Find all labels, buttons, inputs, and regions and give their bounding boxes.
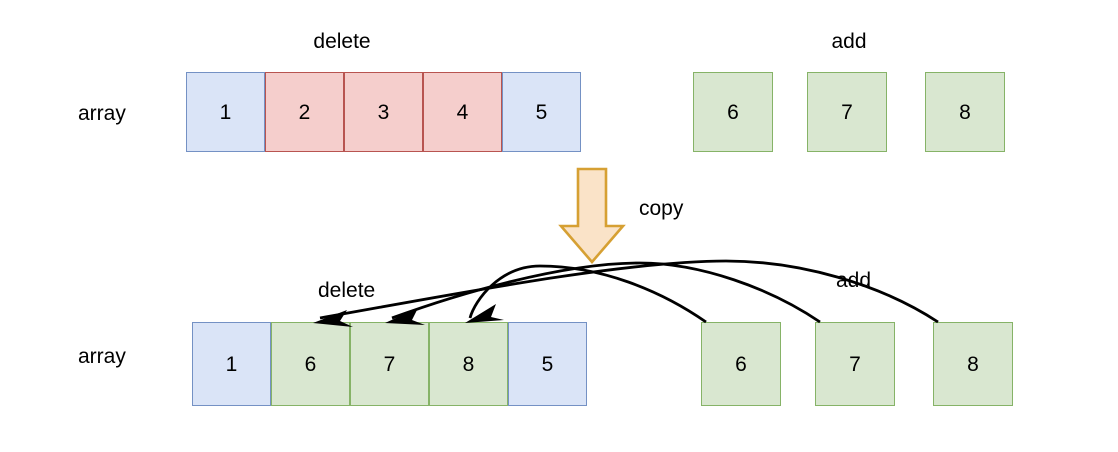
top-delete-caption: delete <box>313 30 371 53</box>
top-array-cell-0: 1 <box>186 72 265 152</box>
top-row-label: array <box>78 102 126 125</box>
bottom-array-cell-4: 5 <box>508 322 587 406</box>
bottom-add-cell-1: 7 <box>815 322 895 406</box>
top-add-cell-0: 6 <box>693 72 773 152</box>
bottom-add-caption: add <box>836 269 872 292</box>
top-array-cell-1: 2 <box>265 72 344 152</box>
bottom-array-cell-1: 6 <box>271 322 350 406</box>
arrowhead-to-cell-8 <box>465 304 504 323</box>
bottom-add-cell-0: 6 <box>701 322 781 406</box>
top-add-caption: add <box>831 30 867 53</box>
copy-curve-from-6 <box>468 264 707 324</box>
top-array-cell-3: 4 <box>423 72 502 152</box>
copy-curve-from-7 <box>391 261 821 324</box>
bottom-array-cell-2: 7 <box>350 322 429 406</box>
bottom-array-cell-0: 1 <box>192 322 271 406</box>
top-add-cell-2: 8 <box>925 72 1005 152</box>
bottom-add-cell-2: 8 <box>933 322 1013 406</box>
bottom-row-label: array <box>78 345 126 368</box>
bottom-delete-caption: delete <box>318 279 376 302</box>
bottom-array-cell-3: 8 <box>429 322 508 406</box>
copy-label: copy <box>639 197 684 220</box>
top-add-cell-1: 7 <box>807 72 887 152</box>
copy-down-arrow-icon <box>558 167 626 264</box>
top-array-cell-2: 3 <box>344 72 423 152</box>
top-array-cell-4: 5 <box>502 72 581 152</box>
